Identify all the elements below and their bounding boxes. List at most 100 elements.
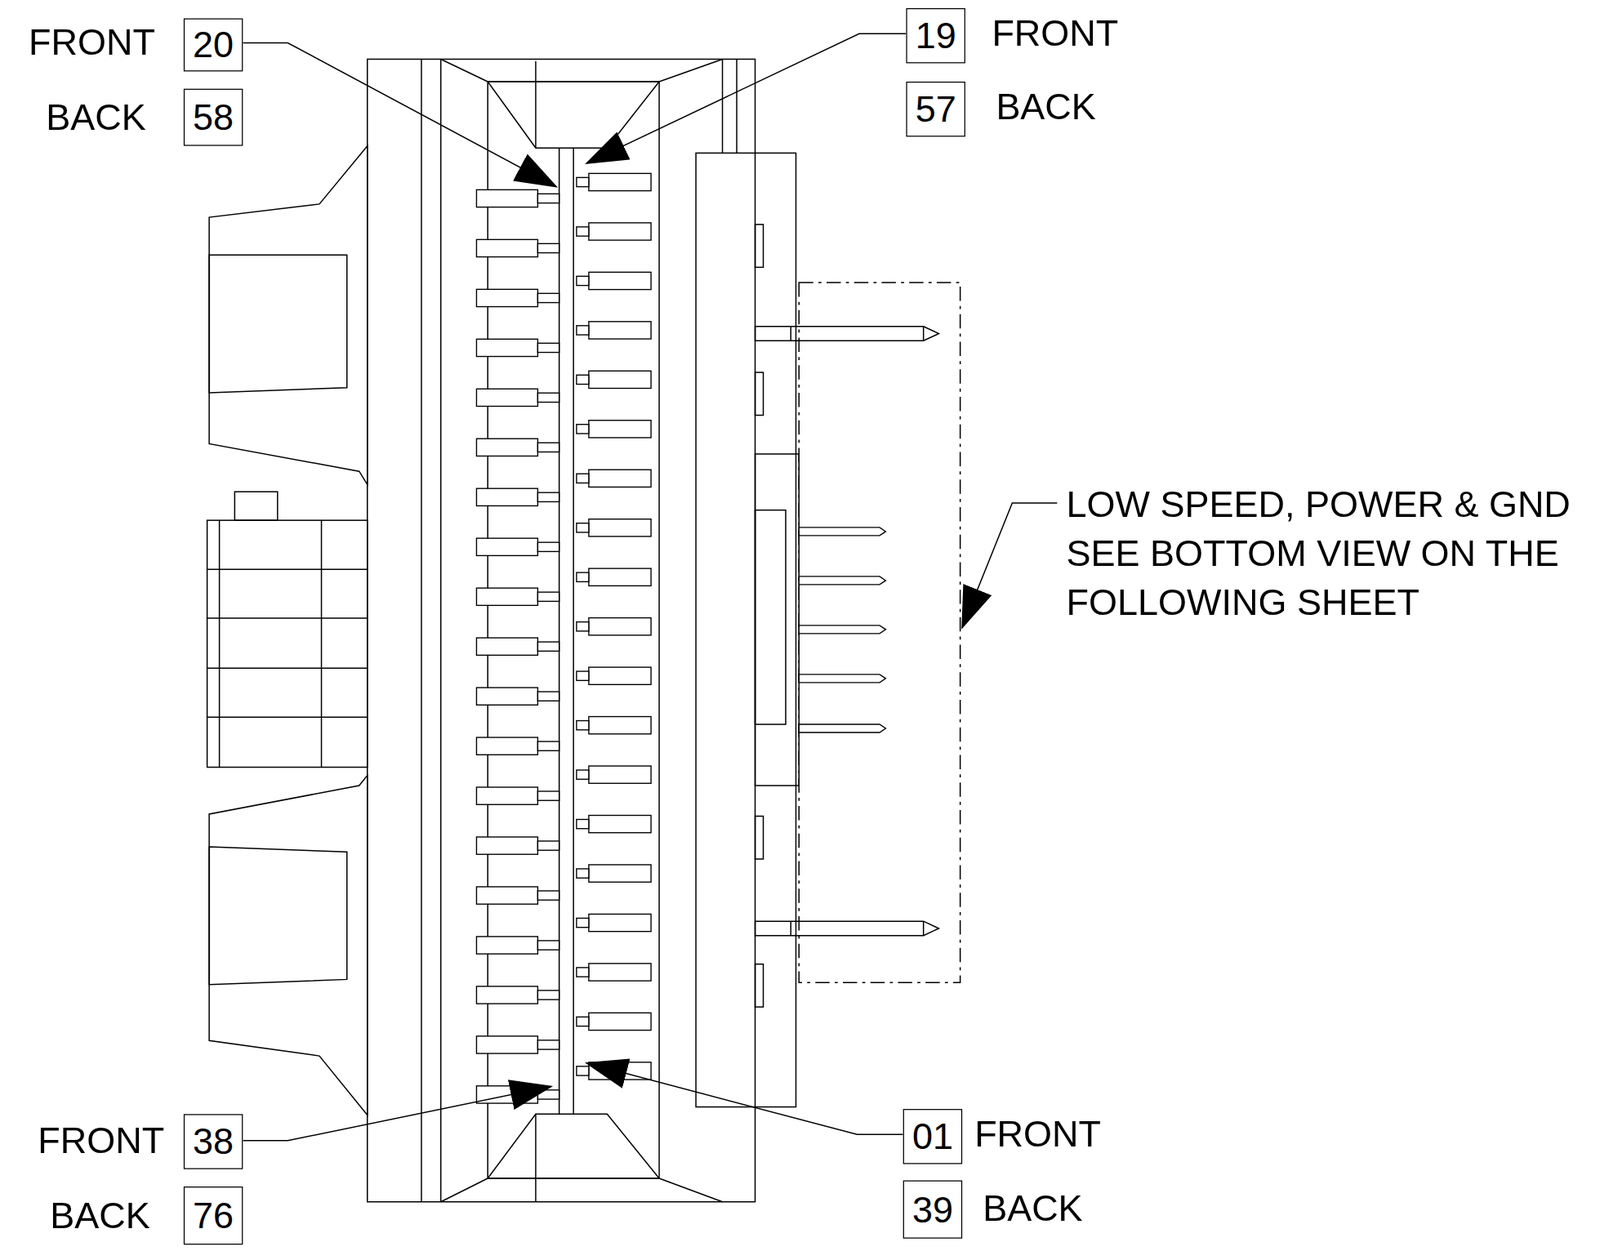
contact-blade <box>588 618 651 636</box>
contact-blade <box>476 338 538 357</box>
contact-blade <box>588 1012 651 1030</box>
callout-number: 19 <box>915 15 957 57</box>
callout-number: 39 <box>912 1189 954 1231</box>
contact-tip <box>576 918 589 928</box>
callout-box: 76 <box>183 1186 243 1245</box>
contact-blade <box>588 469 651 487</box>
contact-blade <box>476 588 538 606</box>
contact-blade <box>476 438 538 456</box>
contact-tip <box>576 374 589 384</box>
contact-blade <box>476 787 538 805</box>
contact-blade <box>476 388 538 406</box>
contact-tip <box>576 572 589 582</box>
side-label: FRONT <box>991 8 1119 58</box>
contact-tip <box>576 473 589 483</box>
contact-blade <box>476 538 538 556</box>
contact-tip <box>537 741 559 751</box>
contact-blade <box>588 519 651 537</box>
side-label: BACK <box>995 82 1096 132</box>
contact-blade <box>476 488 538 506</box>
contact-tip <box>537 542 559 552</box>
contact-tip <box>576 967 589 977</box>
callout-box: 38 <box>183 1114 243 1169</box>
callout-box: 57 <box>905 81 965 137</box>
signal-pin <box>798 527 886 536</box>
callout-box: 58 <box>183 89 243 147</box>
contact-tip <box>576 325 589 335</box>
callout-box: 01 <box>903 1109 963 1164</box>
contact-tip <box>576 1016 589 1026</box>
contact-tip <box>537 1090 559 1100</box>
contact-tip <box>576 276 589 286</box>
contact-blade <box>588 766 651 784</box>
callout-box: 20 <box>183 17 243 72</box>
contact-tip <box>537 990 559 1000</box>
contact-blade <box>476 189 538 207</box>
signal-pin <box>798 724 886 733</box>
connector-body <box>207 58 940 1202</box>
contact-blade <box>476 986 538 1004</box>
contact-blade <box>588 667 651 685</box>
contact-blade <box>588 271 651 290</box>
side-label: FRONT <box>37 1116 165 1166</box>
signal-pins <box>798 527 886 733</box>
contact-tip <box>537 641 559 651</box>
contact-blade <box>588 222 651 241</box>
contact-tip <box>537 293 559 303</box>
contact-tip <box>576 1066 589 1076</box>
signal-pin <box>798 674 886 683</box>
callout-number: 20 <box>192 24 234 66</box>
contact-tip <box>537 243 559 253</box>
contact-tip <box>576 523 589 533</box>
side-label: BACK <box>45 93 146 143</box>
contact-tip <box>576 424 589 434</box>
side-label: FRONT <box>28 17 156 67</box>
contact-tip <box>576 819 589 829</box>
side-label: BACK <box>982 1185 1083 1235</box>
contact-tip <box>537 193 559 203</box>
contact-tip <box>576 177 589 187</box>
contact-tip <box>537 442 559 452</box>
dashed-outline <box>798 282 960 983</box>
contact-tip <box>537 841 559 851</box>
contact-tip <box>537 691 559 701</box>
contact-blade <box>476 936 538 954</box>
contact-tip <box>537 1040 559 1050</box>
contact-blade <box>588 568 651 586</box>
callout-number: 58 <box>192 97 234 139</box>
contact-tip <box>576 227 589 237</box>
contact-tip <box>537 891 559 901</box>
signal-pin <box>798 576 886 585</box>
contact-blade <box>476 837 538 855</box>
callout-box: 39 <box>903 1181 963 1239</box>
callout-number: 57 <box>915 89 957 130</box>
contact-tip <box>576 671 589 681</box>
contact-tip <box>537 343 559 353</box>
contact-blade <box>476 1086 538 1104</box>
contact-blade <box>476 239 538 257</box>
contact-blade <box>476 687 538 705</box>
contact-blade <box>588 864 651 883</box>
contact-blade <box>588 370 651 388</box>
contact-row <box>476 173 651 1104</box>
contact-blade <box>588 815 651 833</box>
contact-blade <box>588 173 651 191</box>
contact-tip <box>576 721 589 731</box>
callout-number: 01 <box>912 1116 954 1158</box>
contact-tip <box>576 622 589 632</box>
contact-blade <box>476 1036 538 1054</box>
contact-blade <box>588 913 651 932</box>
contact-blade <box>476 737 538 755</box>
leader-lines <box>242 33 1057 1141</box>
note-text: LOW SPEED, POWER & GND SEE BOTTOM VIEW O… <box>1066 480 1592 628</box>
contact-tip <box>576 770 589 780</box>
contact-blade <box>588 963 651 981</box>
callout-box: 19 <box>905 8 965 63</box>
contact-tip <box>537 392 559 402</box>
contact-tip <box>537 592 559 602</box>
contact-tip <box>576 869 589 878</box>
contact-blade <box>588 321 651 339</box>
signal-pin <box>798 625 886 634</box>
